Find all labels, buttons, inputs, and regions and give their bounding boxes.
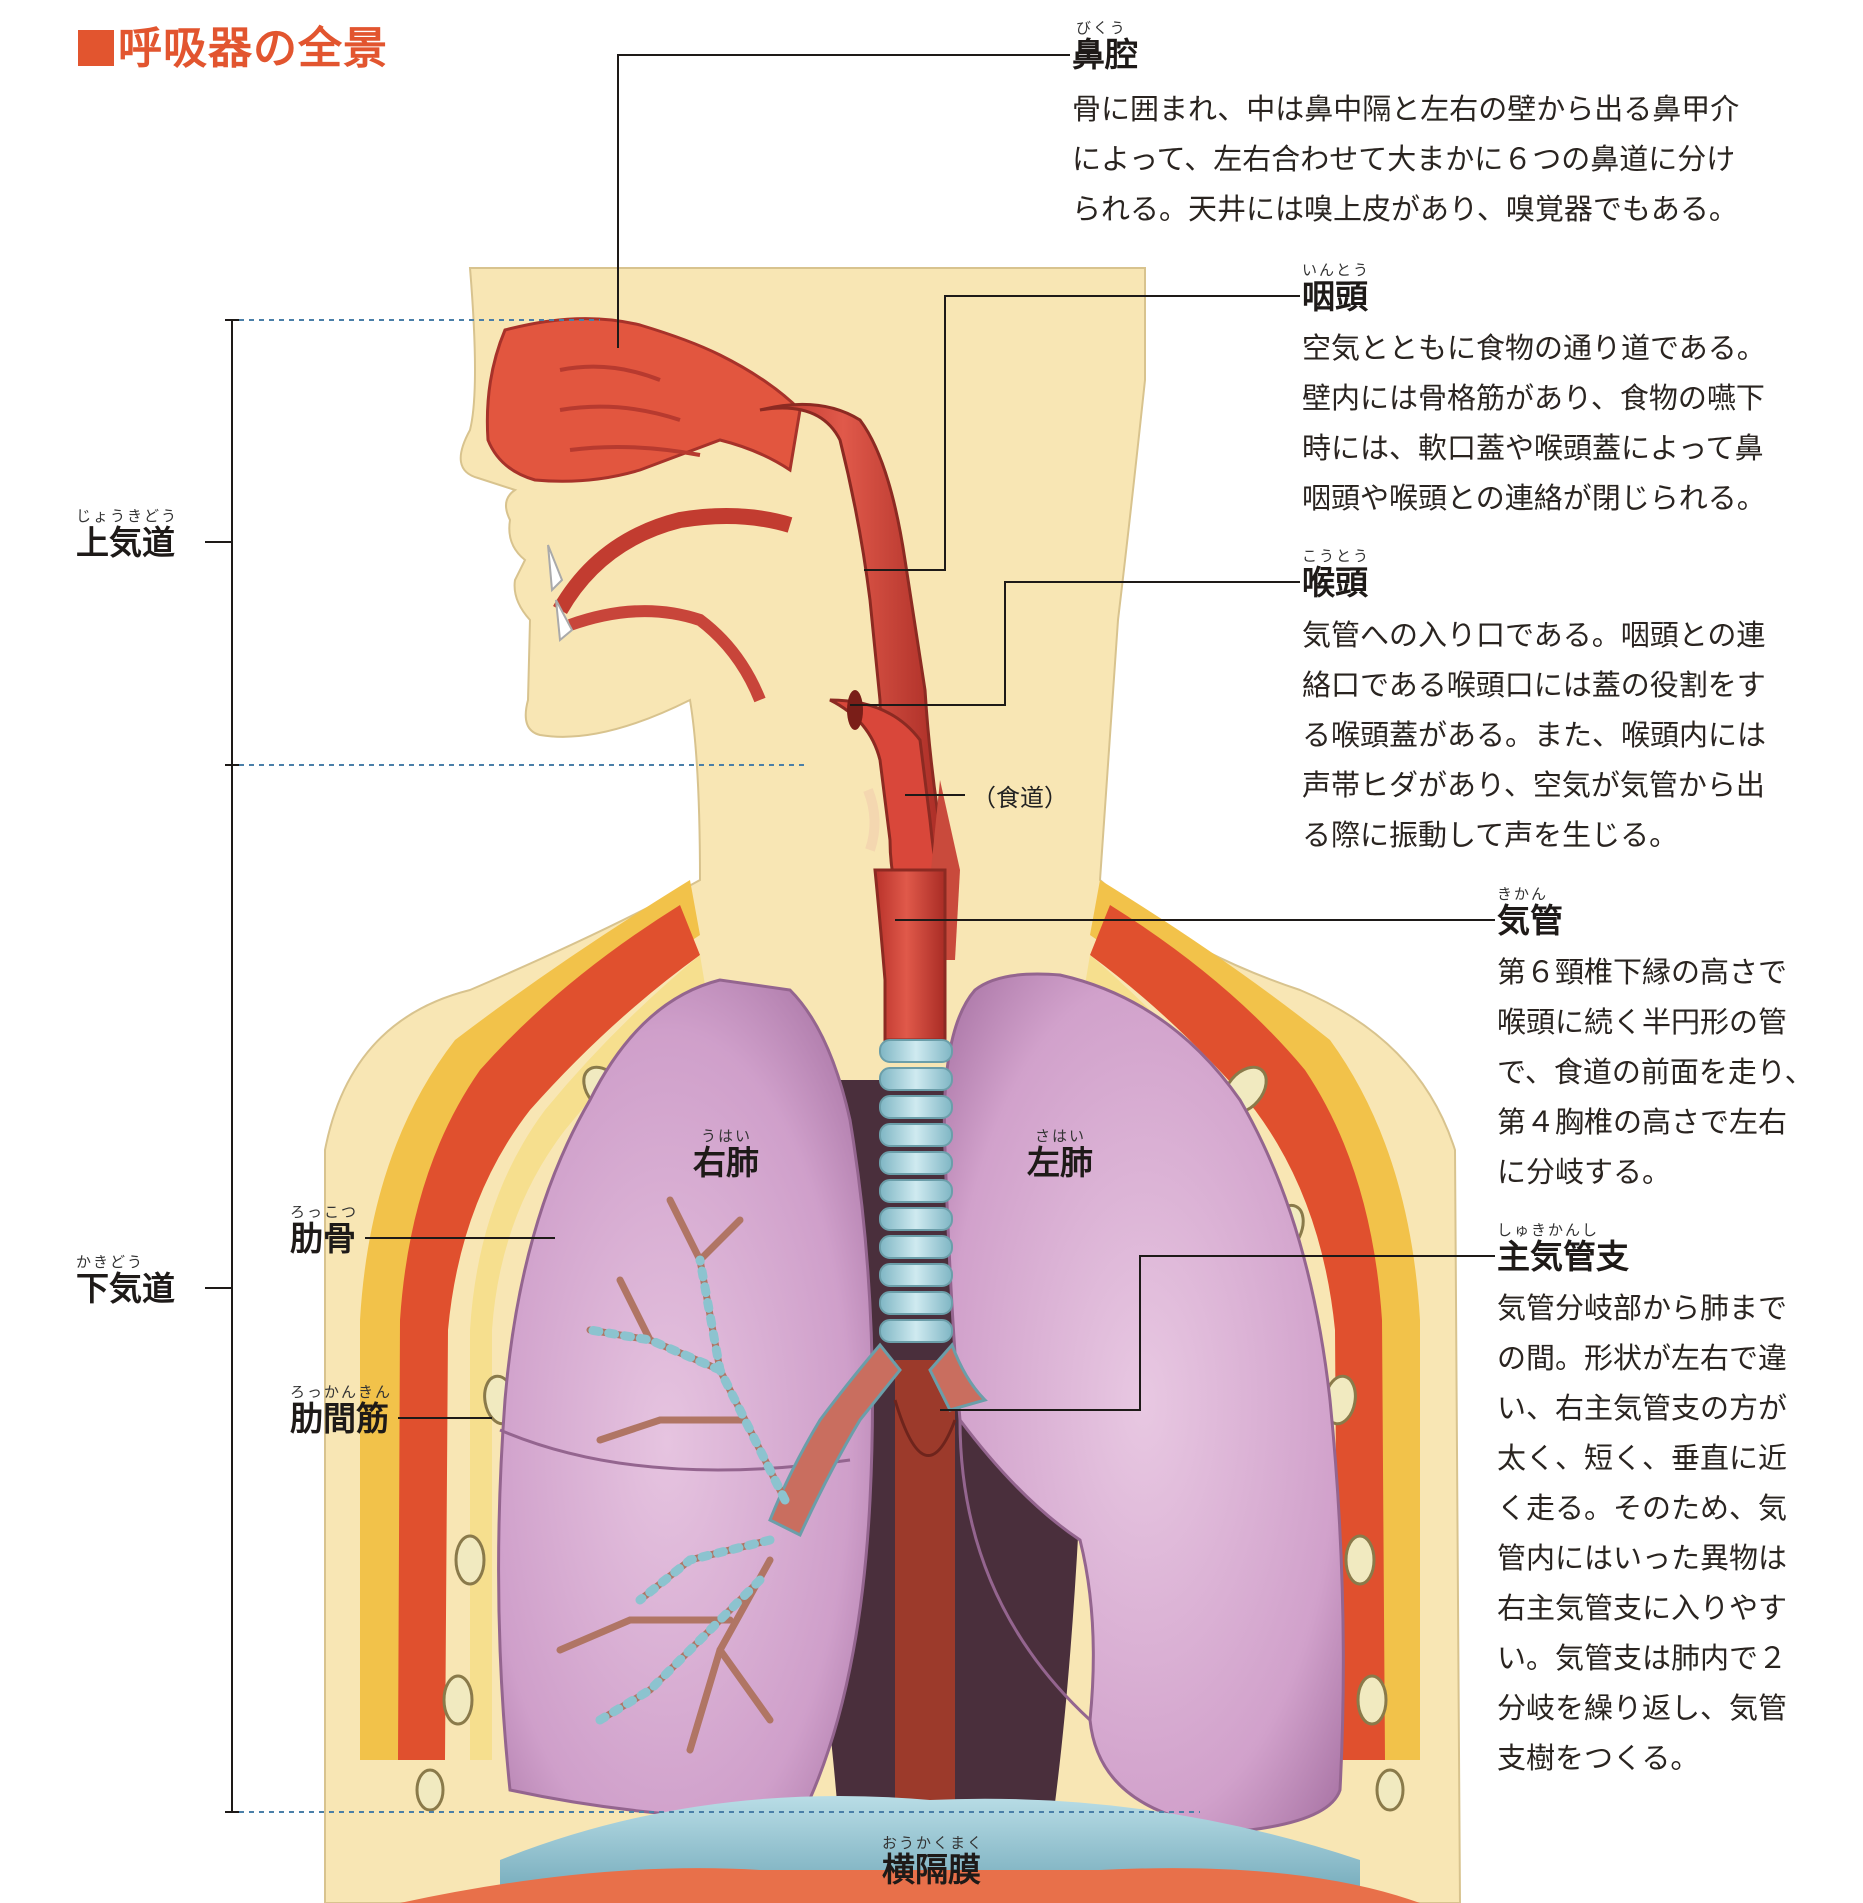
term-lower-airway: 下気道 <box>76 1269 175 1308</box>
leader-nasal <box>617 54 1070 348</box>
level-dashed-lines <box>239 319 1200 1813</box>
desc-line: によって、左右合わせて大まかに６つの鼻道に分け <box>1072 142 1736 176</box>
term-rib: 肋骨 <box>290 1219 356 1258</box>
desc-trachea: 第６頸椎下縁の高さで 喉頭に続く半円形の管 で、食道の前面を走り、 第４胸椎の高… <box>1497 947 1814 1197</box>
ruby-left-lung: さはい <box>1035 1127 1087 1145</box>
label-intercostal-muscle: ろっかんきん 肋間筋 <box>290 1384 392 1438</box>
ruby-larynx: こうとう <box>1302 547 1371 565</box>
desc-line: 声帯ヒダがあり、空気が気管から出 <box>1302 768 1765 802</box>
teeth <box>547 544 574 642</box>
label-main-bronchus: しゅきかんし 主気管支 <box>1497 1222 1629 1276</box>
desc-line: 第４胸椎の高さで左右 <box>1497 1105 1788 1139</box>
desc-line: 支樹をつくる。 <box>1497 1741 1700 1775</box>
desc-line: 気管分岐部から肺まで <box>1497 1291 1788 1325</box>
label-nasal-cavity: びくう 鼻腔 <box>1072 20 1138 74</box>
label-rib: ろっこつ 肋骨 <box>290 1204 358 1258</box>
desc-line: 時には、軟口蓋や喉頭蓋によって鼻 <box>1302 431 1764 465</box>
desc-line: 右主気管支に入りやす <box>1497 1591 1788 1625</box>
desc-line: 咽頭や喉頭との連絡が閉じられる。 <box>1302 481 1766 515</box>
desc-line: で、食道の前面を走り、 <box>1497 1055 1814 1089</box>
page-title-text: 呼吸器の全景 <box>118 23 388 74</box>
desc-main-bronchus: 気管分岐部から肺まで の間。形状が左右で違 い、右主気管支の方が 太く、短く、垂… <box>1497 1283 1787 1783</box>
desc-line: い。気管支は肺内で２ <box>1497 1641 1788 1675</box>
term-right-lung: 右肺 <box>693 1143 759 1182</box>
bronchial-tree-cartilage <box>585 1255 790 1725</box>
esophagus-tube <box>895 1360 955 1820</box>
desc-line: 骨に囲まれ、中は鼻中隔と左右の壁から出る鼻甲介 <box>1072 92 1740 126</box>
label-trachea: きかん 気管 <box>1497 886 1563 940</box>
term-intercostal-muscle: 肋間筋 <box>290 1399 389 1438</box>
term-upper-airway: 上気道 <box>76 523 175 562</box>
desc-line: 第６頸椎下縁の高さで <box>1497 955 1788 989</box>
desc-line: 喉頭に続く半円形の管 <box>1497 1005 1788 1039</box>
label-esophagus: （食道） <box>972 784 1068 812</box>
ruby-nasal-cavity: びくう <box>1076 19 1127 37</box>
desc-line: 分岐を繰り返し、気管 <box>1497 1691 1788 1725</box>
desc-line: に分岐する。 <box>1497 1155 1672 1189</box>
leader-pharynx <box>864 295 1300 571</box>
leader-lines <box>205 54 1495 1813</box>
label-lower-airway: かきどう 下気道 <box>76 1254 175 1308</box>
nasal-cavity-shape <box>485 317 802 483</box>
label-larynx: こうとう 喉頭 <box>1302 548 1370 602</box>
desc-line: 太く、短く、垂直に近 <box>1497 1441 1788 1475</box>
desc-line: 管内にはいった異物は <box>1497 1541 1788 1575</box>
desc-line: 壁内には骨格筋があり、食物の嚥下 <box>1302 381 1765 415</box>
desc-line: 気管への入り口である。咽頭との連 <box>1302 618 1766 652</box>
term-trachea: 気管 <box>1497 901 1563 940</box>
term-left-lung: 左肺 <box>1027 1143 1093 1182</box>
trachea-cartilage-rings <box>879 1039 953 1343</box>
term-larynx: 喉頭 <box>1302 563 1368 602</box>
label-upper-airway: じょうきどう 上気道 <box>76 508 178 562</box>
term-nasal-cavity: 鼻腔 <box>1072 35 1138 74</box>
ruby-main-bronchus: しゅきかんし <box>1497 1221 1600 1239</box>
ruby-trachea: きかん <box>1497 885 1549 903</box>
label-left-lung: さはい 左肺 <box>1027 1128 1093 1182</box>
leader-bronchus <box>940 1255 1495 1411</box>
ruby-lower-airway: かきどう <box>76 1253 145 1271</box>
page-title: 呼吸器の全景 <box>78 12 388 76</box>
tongue <box>567 605 766 703</box>
title-square-icon <box>78 30 114 66</box>
leader-larynx <box>850 581 1300 706</box>
term-diaphragm: 横隔膜 <box>882 1850 981 1889</box>
label-right-lung: うはい 右肺 <box>693 1128 759 1182</box>
desc-line: る際に振動して声を生じる。 <box>1302 818 1679 852</box>
ruby-right-lung: うはい <box>701 1127 753 1145</box>
ruby-upper-airway: じょうきどう <box>76 507 179 525</box>
ruby-rib: ろっこつ <box>290 1203 359 1221</box>
chest-wall-right-side <box>360 880 705 1760</box>
desc-pharynx: 空気とともに食物の通り道である。 壁内には骨格筋があり、食物の嚥下 時には、軟口… <box>1302 323 1766 523</box>
ruby-intercostal-muscle: ろっかんきん <box>290 1383 393 1401</box>
desc-line: の間。形状が左右で違 <box>1497 1341 1788 1375</box>
term-pharynx: 咽頭 <box>1302 277 1368 316</box>
desc-line: る喉頭蓋がある。また、喉頭内には <box>1302 718 1767 752</box>
term-main-bronchus: 主気管支 <box>1497 1237 1629 1276</box>
label-diaphragm: おうかくまく 横隔膜 <box>882 1835 984 1889</box>
desc-line: く走る。そのため、気 <box>1497 1491 1788 1525</box>
ruby-diaphragm: おうかくまく <box>882 1834 985 1852</box>
desc-line: い、右主気管支の方が <box>1497 1391 1788 1425</box>
desc-line: 空気とともに食物の通り道である。 <box>1302 331 1766 365</box>
label-pharynx: いんとう 咽頭 <box>1302 262 1370 316</box>
desc-line: 絡口である喉頭口には蓋の役割をす <box>1302 668 1766 702</box>
trachea-shape <box>873 868 947 1042</box>
desc-nasal-cavity: 骨に囲まれ、中は鼻中隔と左右の壁から出る鼻甲介 によって、左右合わせて大まかに６… <box>1072 84 1739 234</box>
oral-roof <box>553 508 793 615</box>
desc-larynx: 気管への入り口である。咽頭との連 絡口である喉頭口には蓋の役割をす る喉頭蓋があ… <box>1302 610 1766 860</box>
desc-line: られる。天井には嗅上皮があり、嗅覚器でもある。 <box>1072 192 1738 226</box>
ruby-pharynx: いんとう <box>1302 261 1371 279</box>
